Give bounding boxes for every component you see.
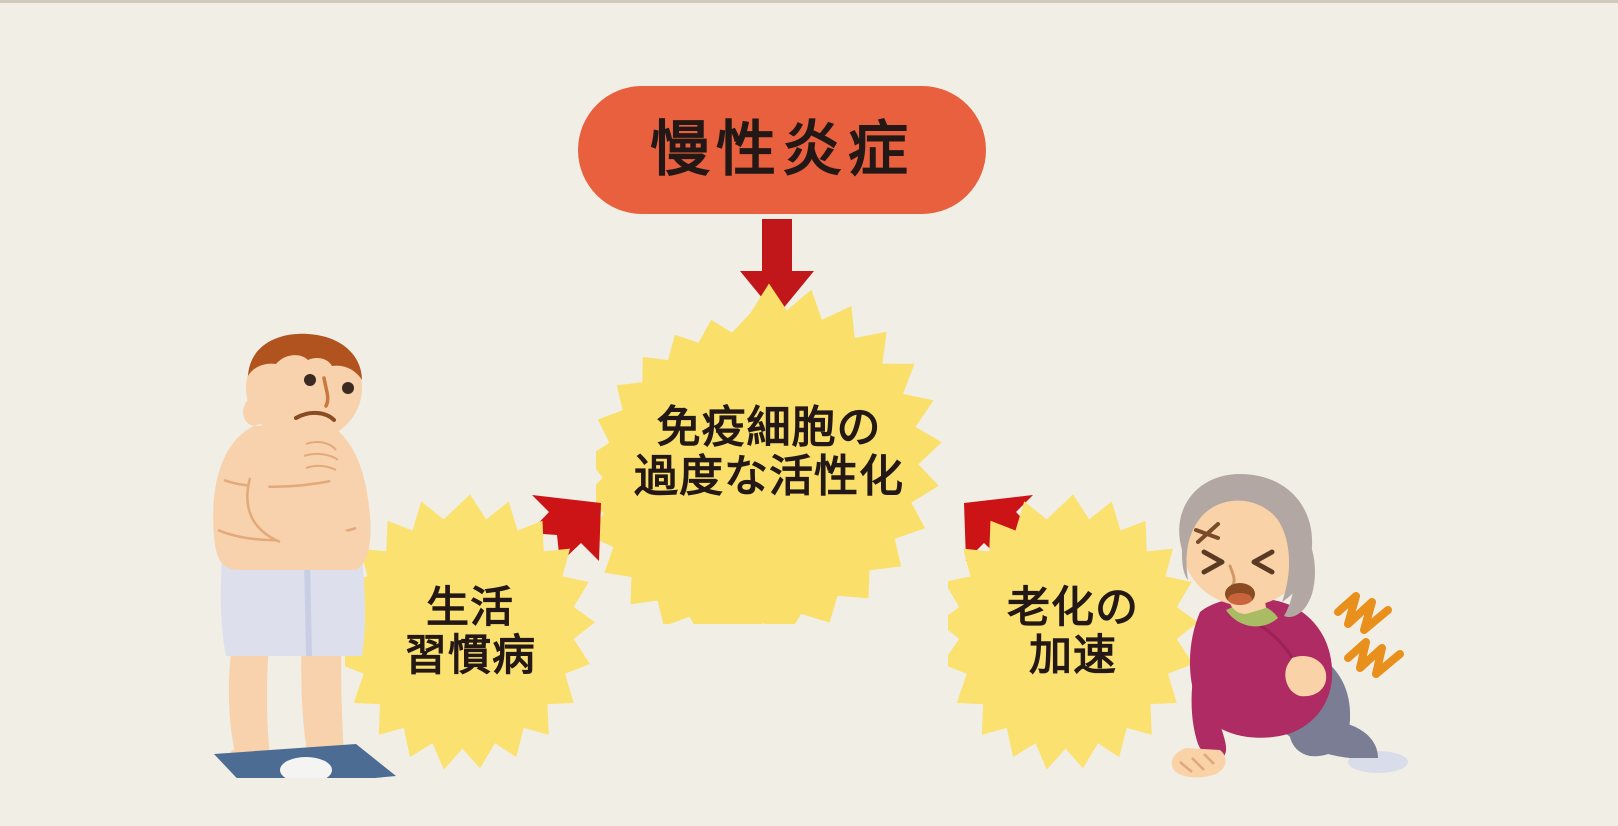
starburst-shape-center <box>596 283 942 624</box>
node-accelerated-aging: 老化の 加速 <box>948 493 1198 771</box>
node-immune-activation: 免疫細胞の 過度な活性化 <box>596 280 942 624</box>
arrow-down-icon <box>738 219 816 317</box>
pain-lines-icon <box>1334 592 1404 678</box>
arrow-down-left-icon <box>527 477 627 577</box>
starburst-shape-right <box>948 494 1198 770</box>
illustration-elderly-woman <box>1142 462 1422 792</box>
illustration-overweight-man <box>196 330 408 790</box>
title-pill: 慢性炎症 <box>578 86 986 214</box>
page-title: 慢性炎症 <box>650 116 914 183</box>
top-rule <box>0 0 1618 3</box>
node-right-label: 老化の 加速 <box>1007 583 1139 680</box>
node-center-label: 免疫細胞の 過度な活性化 <box>634 402 904 501</box>
node-left-label: 生活 習慣病 <box>404 583 536 680</box>
starburst-shape-left <box>345 494 595 770</box>
node-lifestyle-disease: 生活 習慣病 <box>345 493 595 771</box>
